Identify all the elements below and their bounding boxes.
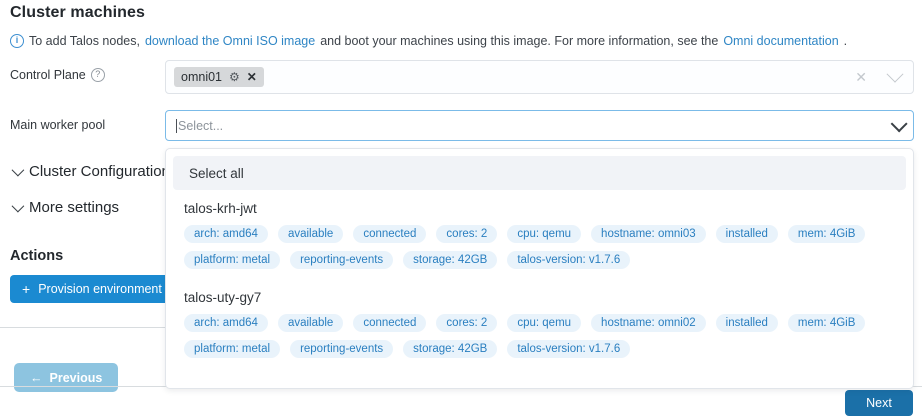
worker-pool-dropdown: Select all talos-krh-jwt arch: amd64 avail… xyxy=(165,148,914,389)
section-more-settings-label: More settings xyxy=(29,199,120,216)
dropdown-option-select-all[interactable]: Select all xyxy=(173,156,906,190)
machine-tag: hostname: omni02 xyxy=(591,314,706,332)
control-plane-select-controls: ✕ xyxy=(855,65,905,85)
machine-name: talos-krh-jwt xyxy=(184,201,257,216)
next-button[interactable]: Next xyxy=(845,390,913,416)
machine-tag-row: platform: metal reporting-events storage: … xyxy=(184,251,895,269)
dropdown-option-machine[interactable]: talos-krh-jwt arch: amd64 available connect… xyxy=(166,190,913,279)
machine-tag: cpu: qemu xyxy=(507,314,582,332)
control-plane-label-text: Control Plane xyxy=(10,68,86,82)
machine-tag: cores: 2 xyxy=(436,225,498,243)
machine-tag: connected xyxy=(353,314,427,332)
omni-documentation-link[interactable]: Omni documentation xyxy=(723,34,839,48)
machine-tag: talos-version: v1.7.6 xyxy=(507,251,631,269)
actions-heading: Actions xyxy=(10,248,64,264)
machine-tag: installed xyxy=(715,314,778,332)
chevron-down-icon[interactable] xyxy=(886,65,904,83)
machine-tag: platform: metal xyxy=(184,251,281,269)
machine-tag-row: arch: amd64 available connected cores: 2 cpu… xyxy=(184,314,895,332)
machine-tag: reporting-events xyxy=(290,251,394,269)
machine-tag: storage: 42GB xyxy=(403,251,498,269)
worker-pool-input[interactable]: Select... xyxy=(176,118,224,133)
chevron-down-icon xyxy=(11,199,25,213)
info-text-middle: and boot your machines using this image.… xyxy=(320,34,719,48)
machine-name: talos-uty-gy7 xyxy=(184,290,262,305)
worker-pool-label-text: Main worker pool xyxy=(10,118,106,132)
machine-chip-label: omni01 xyxy=(181,70,222,84)
dropdown-machine-list: talos-krh-jwt arch: amd64 available connect… xyxy=(166,190,913,368)
machine-tag-row: platform: metal reporting-events storage: … xyxy=(184,340,895,358)
clear-icon[interactable]: ✕ xyxy=(855,69,867,85)
close-icon[interactable]: ✕ xyxy=(246,70,257,84)
worker-pool-placeholder: Select... xyxy=(178,118,224,133)
worker-pool-select[interactable]: Select... xyxy=(165,110,914,141)
machine-tag: available xyxy=(277,225,344,243)
previous-label: Previous xyxy=(49,370,103,385)
info-text-before: To add Talos nodes, xyxy=(29,34,140,48)
divider xyxy=(0,327,200,328)
machine-tag: talos-version: v1.7.6 xyxy=(507,340,631,358)
provision-environment-label: Provision environment xyxy=(38,282,162,296)
arrow-left-icon: ← xyxy=(30,370,43,385)
info-circle-icon: i xyxy=(10,34,24,48)
worker-pool-label: Main worker pool xyxy=(10,118,105,132)
machine-tag-row: arch: amd64 available connected cores: 2 cpu… xyxy=(184,225,895,243)
chevron-down-icon[interactable] xyxy=(890,114,908,132)
chevron-down-icon xyxy=(11,163,25,177)
info-text-after: . xyxy=(843,34,848,48)
section-more-settings[interactable]: More settings xyxy=(11,199,120,216)
info-banner: i To add Talos nodes, download the Omni … xyxy=(10,34,847,48)
machine-tag: reporting-events xyxy=(290,340,394,358)
machine-tag: arch: amd64 xyxy=(184,314,268,332)
previous-button[interactable]: ← Previous xyxy=(14,363,119,392)
section-cluster-configuration[interactable]: Cluster Configuration xyxy=(11,163,170,180)
dropdown-option-machine[interactable]: talos-uty-gy7 arch: amd64 available connect… xyxy=(166,279,913,368)
control-plane-label: Control Plane ? xyxy=(10,68,105,82)
machine-tag: available xyxy=(277,314,344,332)
page-title: Cluster machines xyxy=(10,4,145,21)
section-cluster-configuration-label: Cluster Configuration xyxy=(29,163,170,180)
machine-tag: cpu: qemu xyxy=(507,225,582,243)
control-plane-select[interactable]: omni01 ⚙ ✕ ✕ xyxy=(165,60,914,94)
machine-tag: hostname: omni03 xyxy=(591,225,706,243)
text-caret xyxy=(176,118,177,133)
machine-tag: mem: 4GiB xyxy=(787,314,866,332)
machine-tag: platform: metal xyxy=(184,340,281,358)
machine-chip-omni01[interactable]: omni01 ⚙ ✕ xyxy=(174,67,264,87)
plus-icon: + xyxy=(22,281,31,297)
machine-tag: connected xyxy=(353,225,427,243)
machine-tag: arch: amd64 xyxy=(184,225,268,243)
machine-tag: storage: 42GB xyxy=(403,340,498,358)
gear-icon[interactable]: ⚙ xyxy=(229,70,240,84)
omni-iso-download-link[interactable]: download the Omni ISO image xyxy=(144,34,316,48)
machine-tag: mem: 4GiB xyxy=(787,225,866,243)
machine-tag: cores: 2 xyxy=(436,314,498,332)
machine-tag: installed xyxy=(715,225,778,243)
question-circle-icon[interactable]: ? xyxy=(90,68,105,82)
provision-environment-button[interactable]: + Provision environment xyxy=(10,275,174,303)
